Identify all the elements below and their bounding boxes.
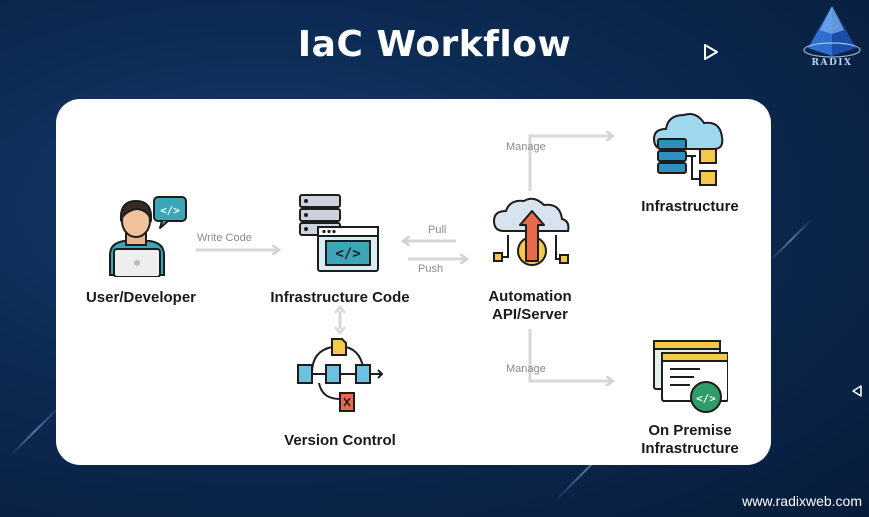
node-label-automation-1: Automation (488, 288, 572, 305)
play-icon (704, 44, 718, 60)
light-streak (9, 405, 61, 457)
brand-logo: RADIX (800, 4, 864, 70)
page-title: IaC Workflow (297, 24, 572, 65)
manage-top-arrow (528, 136, 612, 191)
svg-text:</>: </> (160, 204, 180, 217)
light-streak (769, 217, 814, 262)
node-label-onprem-1: On Premise (648, 422, 732, 439)
manage-bottom-label: Manage (506, 363, 546, 375)
play-icon (852, 385, 862, 397)
cloud-infrastructure-icon (652, 113, 724, 186)
svg-text:</>: </> (696, 392, 716, 405)
svg-text:</>: </> (335, 246, 360, 262)
node-label-infra: Infrastructure (641, 198, 739, 215)
pull-label: Pull (428, 224, 447, 236)
pyramid-icon (803, 6, 861, 58)
developer-laptop-icon: </> (109, 196, 187, 277)
server-code-icon: </> (299, 194, 379, 272)
manage-top-label: Manage (506, 141, 546, 153)
node-label-automation-2: API/Server (492, 306, 568, 323)
website-url[interactable]: www.radixweb.com (742, 493, 862, 509)
node-label-code: Infrastructure Code (270, 289, 410, 306)
push-label: Push (418, 263, 444, 275)
cloud-automation-icon (492, 197, 570, 266)
node-label-onprem-2: Infrastructure (641, 440, 739, 457)
node-label-user: User/Developer (85, 289, 197, 306)
write-code-label: Write Code (197, 232, 252, 244)
workflow-card: Write Code Pull Push Manage Manage </> U… (56, 99, 771, 465)
workflow-connectors (196, 99, 771, 465)
node-label-vcs: Version Control (284, 432, 396, 449)
logo-text: RADIX (811, 58, 853, 68)
on-premise-window-icon: </> (653, 340, 728, 413)
version-control-flow-icon (297, 338, 384, 412)
manage-bottom-arrow (528, 329, 612, 381)
